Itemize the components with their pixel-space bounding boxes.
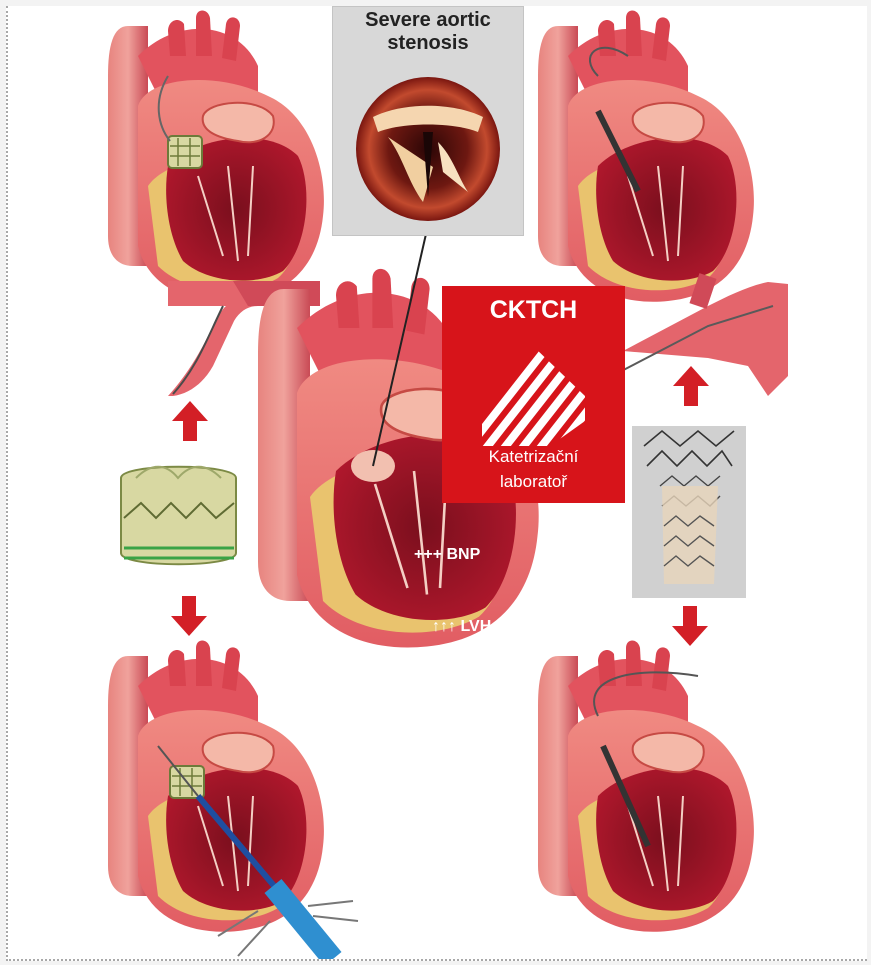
heart-bottom-right bbox=[538, 641, 754, 932]
logo-subtitle-line2: laboratoř bbox=[442, 469, 625, 494]
heart-top-right bbox=[538, 11, 754, 302]
lvh-label: ↑↑↑ LVH bbox=[432, 618, 491, 636]
arrow-up-left bbox=[172, 401, 208, 441]
tavi-stent-panel bbox=[632, 426, 746, 598]
arrow-down-left bbox=[171, 596, 207, 636]
tavi-illustration: Severe aortic stenosis CKTCH bbox=[6, 6, 867, 961]
heart-top-left bbox=[108, 11, 324, 302]
bnp-label: +++ BNP bbox=[414, 546, 480, 564]
heart-bottom-left bbox=[108, 641, 324, 932]
arrow-up-right bbox=[673, 366, 709, 406]
logo-subtitle: Katetrizační laboratoř bbox=[442, 444, 625, 494]
arrow-down-right bbox=[672, 606, 708, 646]
cktch-logo: CKTCH Katetrizační laboratoř bbox=[442, 286, 625, 503]
surgical-valve-image bbox=[121, 467, 236, 565]
logo-subtitle-line1: Katetrizační bbox=[442, 444, 625, 469]
stenotic-valve-image bbox=[333, 7, 523, 235]
stenosis-inset: Severe aortic stenosis bbox=[332, 6, 524, 236]
